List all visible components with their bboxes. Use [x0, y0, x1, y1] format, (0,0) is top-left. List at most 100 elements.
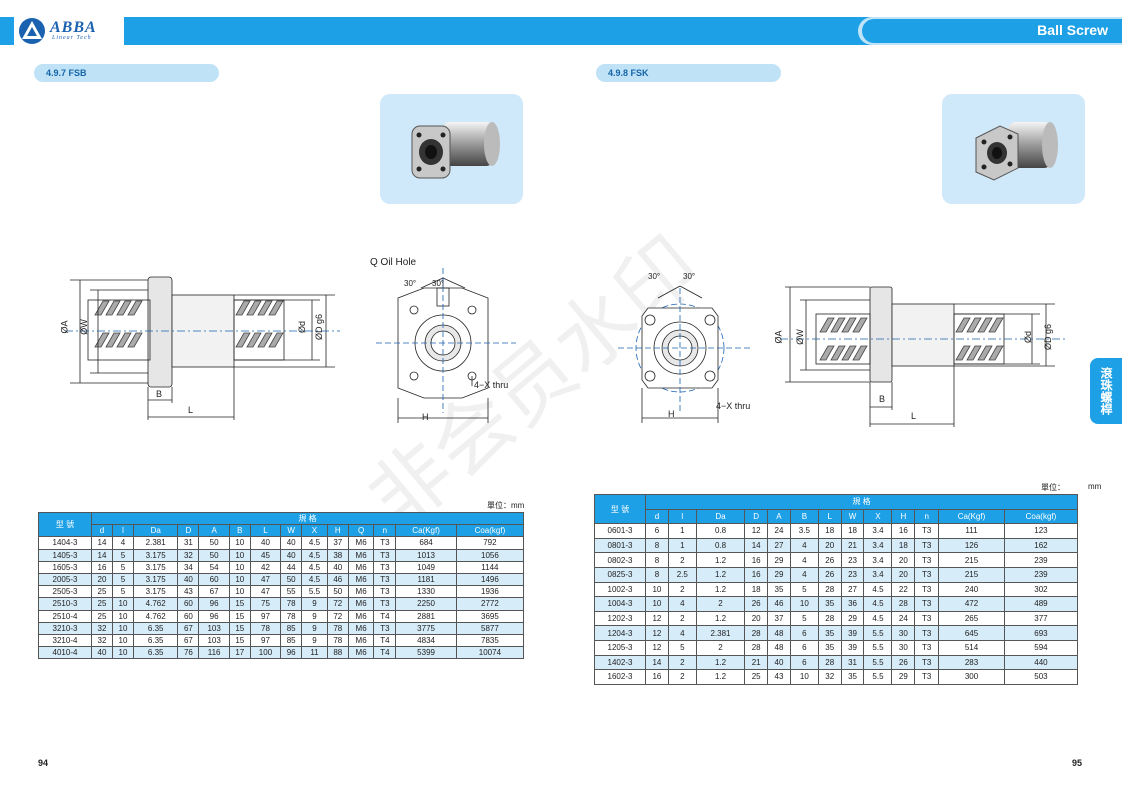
spec-cell: 5	[789, 581, 819, 598]
spec-cell: 72	[326, 597, 349, 611]
spec-cell: 78	[280, 609, 303, 623]
spec-cell: 103	[198, 621, 230, 635]
column-header: Coa(kgf)	[455, 524, 525, 538]
spec-cell: 34	[177, 560, 200, 574]
spec-cell: 1	[667, 537, 697, 554]
column-header: n	[373, 524, 397, 538]
model-cell: 2510-3	[38, 597, 92, 611]
spec-cell: 32	[817, 669, 842, 685]
spec-cell: 1.2	[695, 581, 746, 598]
spec-cell: 85	[280, 621, 303, 635]
fsb-dim-D: ØD g6	[314, 313, 325, 341]
spec-cell: 20	[891, 566, 916, 583]
spec-cell: 23	[840, 566, 865, 583]
spec-cell: 4.762	[132, 609, 179, 623]
spec-cell: 111	[938, 523, 1005, 539]
spec-cell: 215	[938, 566, 1005, 583]
spec-cell: 88	[326, 646, 349, 660]
spec-cell: 67	[198, 585, 230, 599]
spec-cell: 96	[198, 597, 230, 611]
spec-cell: 5.5	[301, 585, 328, 599]
spec-cell: 42	[249, 560, 282, 574]
spec-cell: 26	[891, 654, 916, 671]
spec-cell: 1.2	[695, 566, 746, 583]
spec-cell: 4	[667, 625, 697, 641]
spec-cell: 18	[840, 523, 865, 539]
spec-cell: 78	[326, 621, 349, 635]
spec-cell: M6	[347, 560, 375, 574]
column-header: L	[249, 524, 282, 538]
spec-cell: 1	[667, 523, 697, 539]
spec-cell: T3	[914, 596, 940, 612]
fsk-dim-A: ØA	[773, 330, 784, 344]
spec-cell: 100	[249, 646, 282, 660]
spec-cell: 239	[1003, 566, 1079, 583]
spec-cell: 20	[891, 552, 916, 568]
spec-cell: 35	[767, 581, 791, 598]
spec-cell: 3.175	[132, 585, 179, 599]
spec-cell: 85	[280, 633, 303, 648]
spec-cell: 25	[91, 609, 113, 623]
spec-cell: 103	[198, 633, 230, 648]
fsk-nut-image-icon	[975, 122, 1058, 181]
spec-cell: 2.381	[695, 625, 746, 641]
side-tab-ball-screw: 滾珠螺桿	[1090, 358, 1122, 424]
spec-cell: 1013	[395, 548, 457, 562]
column-header: Ca(Kgf)	[938, 508, 1005, 525]
spec-cell: 28	[744, 639, 769, 656]
fsb-dim-A: ØA	[59, 320, 70, 334]
spec-cell: 10074	[455, 646, 525, 660]
spec-cell: T3	[914, 552, 940, 568]
spec-cell: 514	[938, 639, 1005, 656]
spec-cell: 48	[767, 625, 791, 641]
spec-cell: 60	[177, 609, 200, 623]
spec-cell: 1.2	[695, 669, 746, 685]
spec-cell: 10	[228, 585, 251, 599]
spec-cell: 6	[789, 639, 819, 656]
spec-cell: 18	[744, 581, 769, 598]
spec-cell: 78	[249, 621, 282, 635]
model-cell: 1205-3	[594, 639, 646, 656]
product-photo-fsb	[380, 94, 523, 204]
model-header: 型 號	[594, 493, 646, 525]
spec-cell: T3	[914, 654, 940, 671]
spec-cell: 693	[1003, 625, 1079, 641]
column-header: H	[326, 524, 349, 538]
spec-cell: 25	[91, 585, 113, 599]
spec-cell: 35	[817, 596, 842, 612]
spec-cell: 10	[645, 581, 669, 598]
fsb-dim-B: B	[156, 389, 163, 399]
fsb-oil-hole-label: Q Oil Hole	[370, 257, 417, 268]
spec-cell: T3	[914, 610, 940, 627]
spec-cell: 1330	[395, 585, 457, 599]
spec-cell: 4.5	[863, 596, 893, 612]
fsk-dim-B: B	[879, 394, 886, 404]
spec-cell: 10	[111, 633, 134, 648]
spec-cell: 503	[1003, 669, 1079, 685]
fsk-angle-1: 30°	[648, 272, 661, 281]
spec-cell: T3	[373, 560, 397, 574]
spec-cell: 16	[744, 566, 769, 583]
spec-cell: 594	[1003, 639, 1079, 656]
spec-cell: 4.5	[863, 610, 893, 627]
fsb-dim-L: L	[188, 405, 194, 415]
spec-cell: 6.35	[132, 621, 179, 635]
spec-cell: 6.35	[132, 646, 179, 660]
spec-cell: 4.762	[132, 597, 179, 611]
model-cell: 1002-3	[594, 581, 646, 598]
spec-cell: 4.5	[301, 548, 328, 562]
spec-cell: 60	[177, 597, 200, 611]
spec-cell: 14	[91, 548, 113, 562]
model-cell: 1605-3	[38, 560, 92, 574]
spec-cell: 2	[667, 654, 697, 671]
spec-cell: 3775	[395, 621, 457, 635]
spec-cell: 5	[111, 560, 134, 574]
spec-cell: 8	[645, 537, 669, 554]
spec-cell: 5	[111, 548, 134, 562]
spec-cell: T3	[914, 581, 940, 598]
spec-cell: 60	[198, 572, 230, 587]
spec-cell: 14	[744, 537, 769, 554]
